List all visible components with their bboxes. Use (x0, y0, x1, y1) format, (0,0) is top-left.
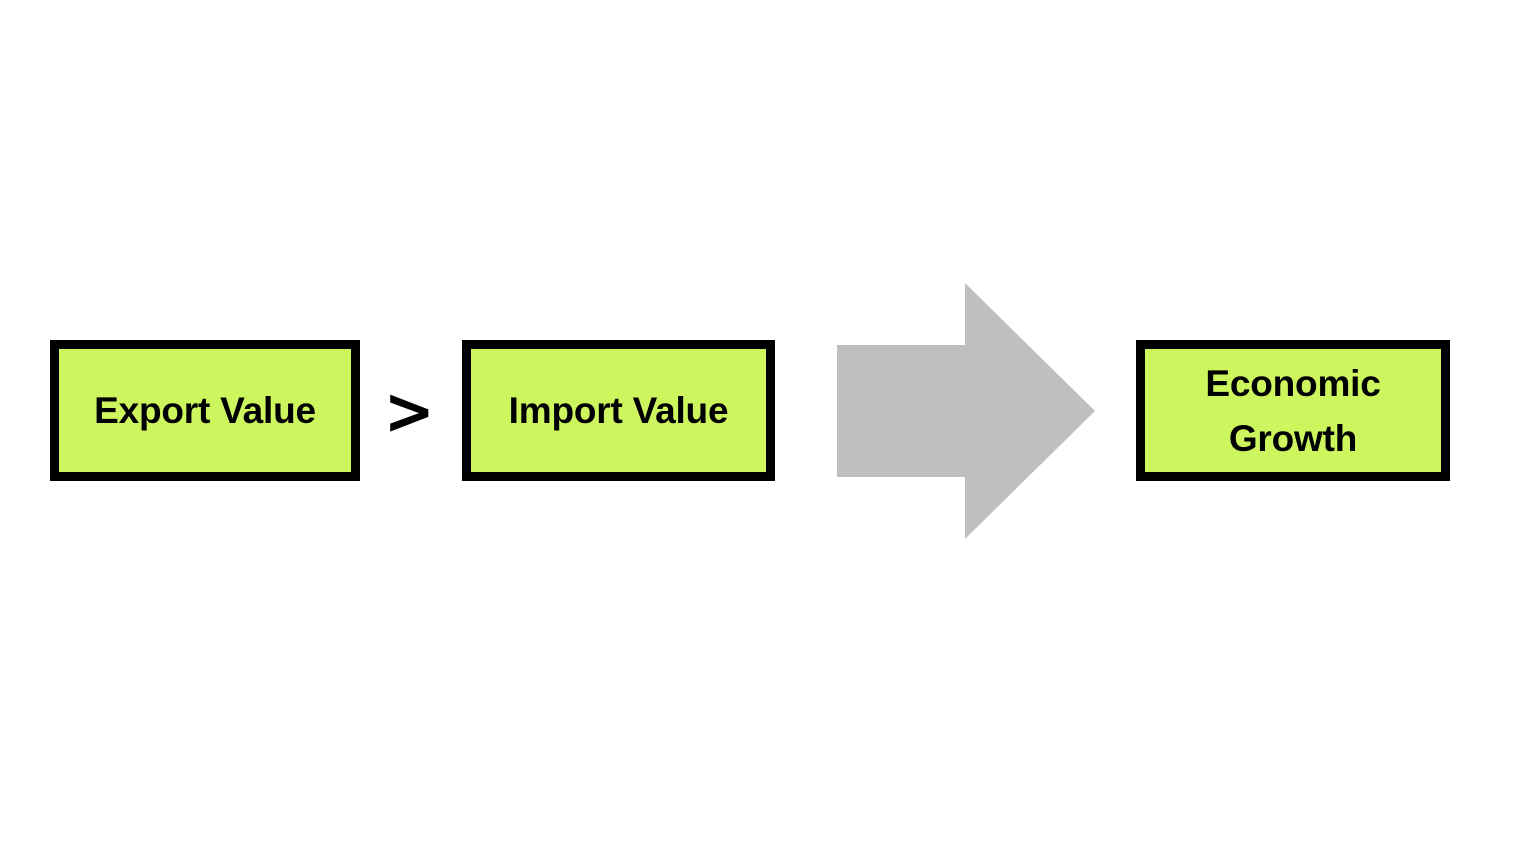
concept-box-label: Import Value (508, 390, 729, 431)
concept-box-label: Economic Growth (1205, 362, 1381, 459)
greater-than-operator: > (378, 372, 440, 450)
greater-than-icon: > (383, 372, 435, 450)
concept-box-export-value: Export Value (50, 340, 360, 481)
arrow-shape (837, 283, 1095, 539)
concept-box-label: Export Value (94, 390, 316, 431)
concept-box-economic-growth: Economic Growth (1136, 340, 1450, 481)
right-block-arrow-icon (832, 275, 1100, 547)
concept-box-import-value: Import Value (462, 340, 775, 481)
